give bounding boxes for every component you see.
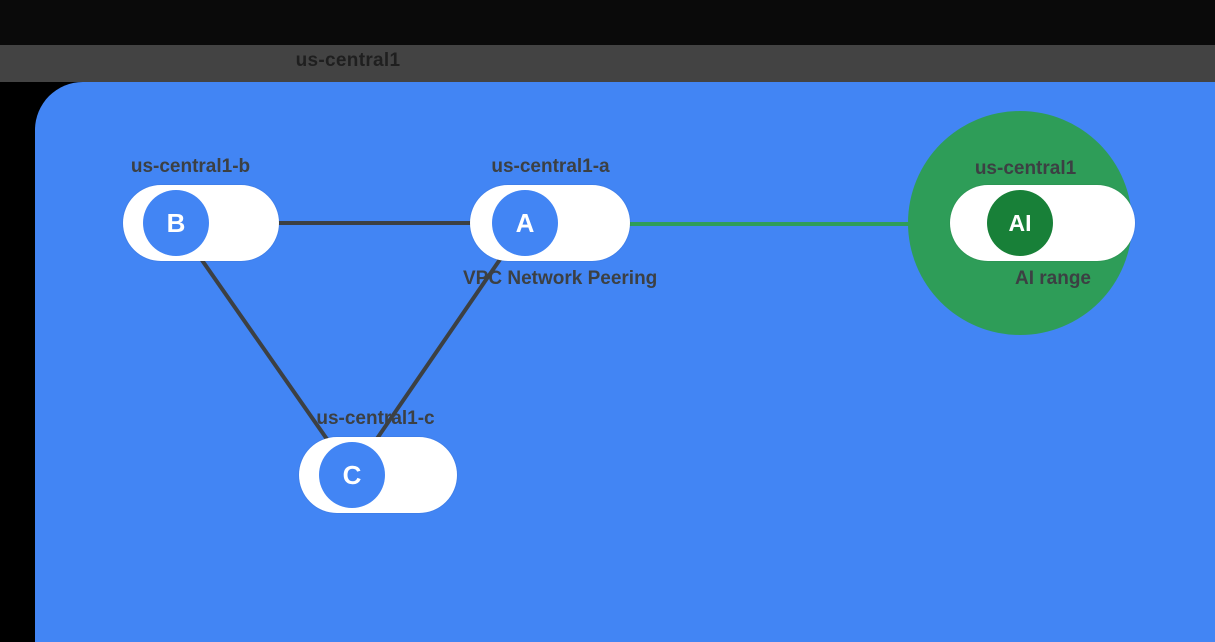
ai-node-circle: AI xyxy=(987,190,1053,256)
ai-node-region-label: us-central1 xyxy=(974,158,1077,179)
header-band xyxy=(0,45,1215,82)
ai-node-letter: AI xyxy=(1008,209,1032,236)
node-a-zone-label: us-central1-a xyxy=(491,156,610,177)
node-b-zone-label: us-central1-b xyxy=(130,156,251,177)
link-a-c xyxy=(350,221,527,477)
link-b-c xyxy=(174,221,354,477)
node-b-circle: B xyxy=(143,190,209,256)
region-title: us-central1 xyxy=(295,50,401,71)
page-background-strip xyxy=(0,0,1215,45)
node-a-circle: A xyxy=(492,190,558,256)
node-a-letter: A xyxy=(515,207,535,238)
vpc-peering-label: VPC Network Peering xyxy=(463,268,658,289)
ai-range-label: AI range xyxy=(1014,268,1092,289)
node-c-zone-label: us-central1-c xyxy=(316,408,435,429)
node-b-letter: B xyxy=(166,207,186,238)
node-c-circle: C xyxy=(319,442,385,508)
node-c-letter: C xyxy=(342,459,362,490)
